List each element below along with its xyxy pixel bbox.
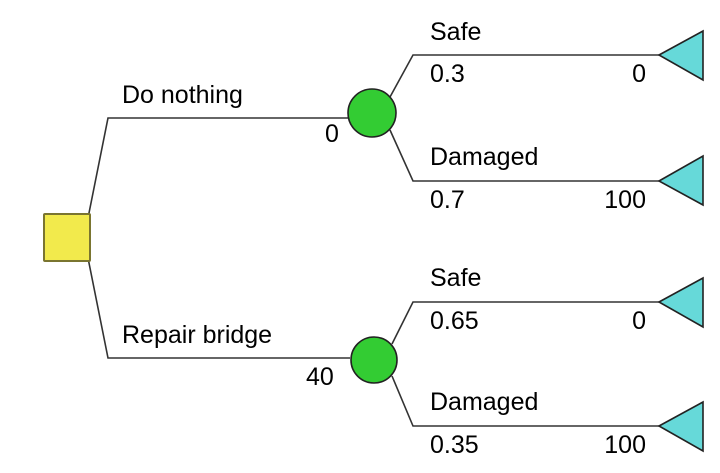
branch-cost-do-nothing: 0 (325, 120, 339, 148)
terminal-node-repair-bridge-damaged[interactable] (657, 400, 704, 453)
outcome-probability-do-nothing-safe: 0.3 (430, 60, 465, 88)
edge-repair-bridge-damaged (391, 375, 659, 427)
outcome-payoff-repair-bridge-safe: 0 (632, 307, 646, 335)
edge-decision-to-repair-bridge (87, 257, 350, 359)
tree-nodes (43, 29, 704, 453)
edge-decision-to-do-nothing (87, 117, 348, 219)
tree-edges (87, 54, 659, 427)
branch-label-do-nothing: Do nothing (122, 81, 243, 109)
terminal-node-do-nothing-damaged[interactable] (657, 154, 704, 207)
edge-repair-bridge-safe (391, 301, 659, 345)
outcome-probability-do-nothing-damaged: 0.7 (430, 186, 465, 214)
chance-node-repair-bridge-circle[interactable] (350, 336, 398, 384)
outcome-label-do-nothing-safe: Safe (430, 18, 482, 46)
terminal-node-do-nothing-safe[interactable] (657, 29, 704, 82)
terminal-node-repair-bridge-safe[interactable] (657, 276, 704, 329)
decision-node-square[interactable] (43, 213, 91, 262)
chance-node-do-nothing-circle[interactable] (347, 88, 397, 138)
outcome-payoff-repair-bridge-damaged: 100 (604, 431, 646, 459)
outcome-probability-repair-bridge-safe: 0.65 (430, 307, 479, 335)
outcome-payoff-do-nothing-safe: 0 (632, 60, 646, 88)
outcome-probability-repair-bridge-damaged: 0.35 (430, 431, 479, 459)
outcome-label-repair-bridge-safe: Safe (430, 264, 482, 292)
outcome-label-repair-bridge-damaged: Damaged (430, 388, 539, 416)
edge-do-nothing-safe (389, 54, 659, 98)
branch-label-repair-bridge: Repair bridge (122, 321, 273, 349)
branch-cost-repair-bridge: 40 (306, 363, 334, 391)
edge-do-nothing-damaged (389, 129, 659, 182)
outcome-label-do-nothing-damaged: Damaged (430, 143, 539, 171)
outcome-payoff-do-nothing-damaged: 100 (604, 186, 646, 214)
